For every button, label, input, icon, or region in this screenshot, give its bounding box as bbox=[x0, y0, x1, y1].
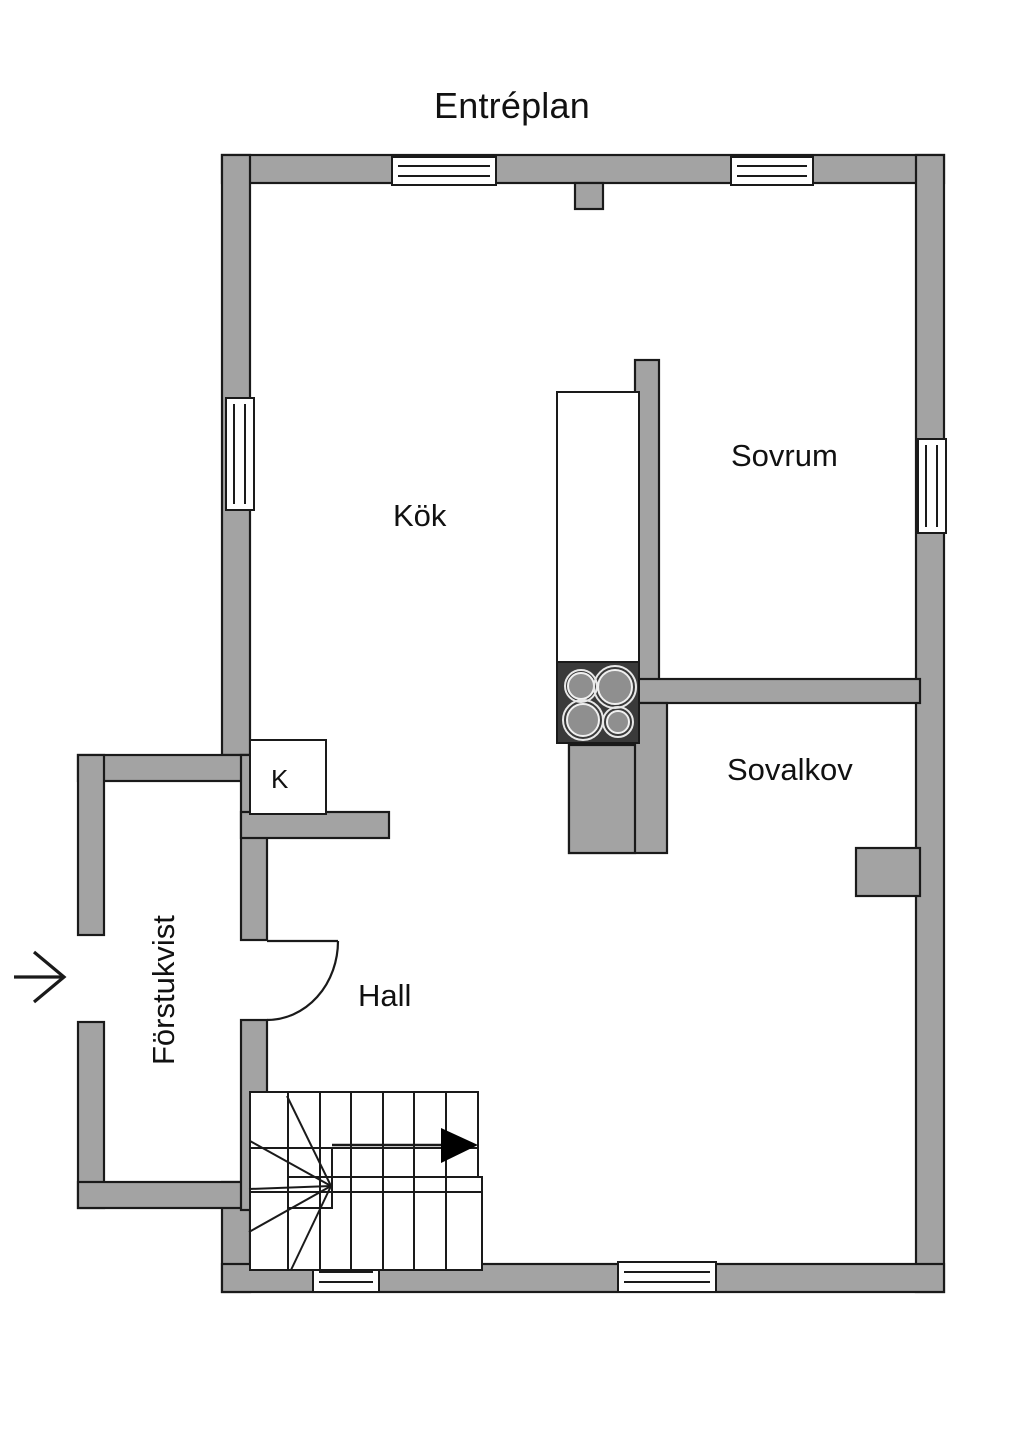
wall-top-nub bbox=[573, 181, 605, 211]
wall-right bbox=[914, 153, 946, 1294]
window bbox=[225, 397, 255, 511]
wall-sovalkov-stub bbox=[854, 846, 922, 898]
wall-sovrum-divider bbox=[633, 677, 922, 705]
room-label-sovalkov: Sovalkov bbox=[727, 752, 853, 787]
stove bbox=[556, 660, 640, 744]
entry-arrow-icon bbox=[14, 950, 67, 1004]
entry-door-swing bbox=[266, 939, 340, 1022]
room-label-sovrum: Sovrum bbox=[731, 438, 838, 473]
wall-top bbox=[220, 153, 946, 185]
stair-winder-lines bbox=[248, 1095, 332, 1271]
closet-label-k: K bbox=[271, 764, 289, 794]
burner-icon bbox=[564, 669, 598, 703]
room-label-hall: Hall bbox=[358, 978, 412, 1013]
wall-group bbox=[76, 153, 946, 1294]
wall-kitchen-base-upper bbox=[567, 743, 637, 855]
wall-k-closet-base bbox=[239, 810, 391, 840]
stair-direction-icon bbox=[332, 1128, 478, 1163]
window bbox=[917, 438, 947, 534]
window bbox=[391, 156, 497, 186]
room-label-forstukvist: Förstukvist bbox=[146, 915, 181, 1065]
wall-porch-bottom bbox=[76, 1180, 252, 1210]
window bbox=[617, 1261, 717, 1293]
wall-porch-left-lower bbox=[76, 1020, 106, 1210]
wall-porch-left-upper bbox=[76, 753, 106, 937]
staircase bbox=[248, 1091, 483, 1271]
kitchen-counter bbox=[556, 391, 640, 663]
room-label-kok: Kök bbox=[393, 498, 447, 533]
window bbox=[730, 156, 814, 186]
closet-k bbox=[249, 739, 327, 815]
burner-icon bbox=[602, 706, 634, 738]
burner-icon bbox=[593, 665, 637, 709]
burner-icon bbox=[562, 699, 604, 741]
page-title: Entréplan bbox=[434, 85, 590, 126]
